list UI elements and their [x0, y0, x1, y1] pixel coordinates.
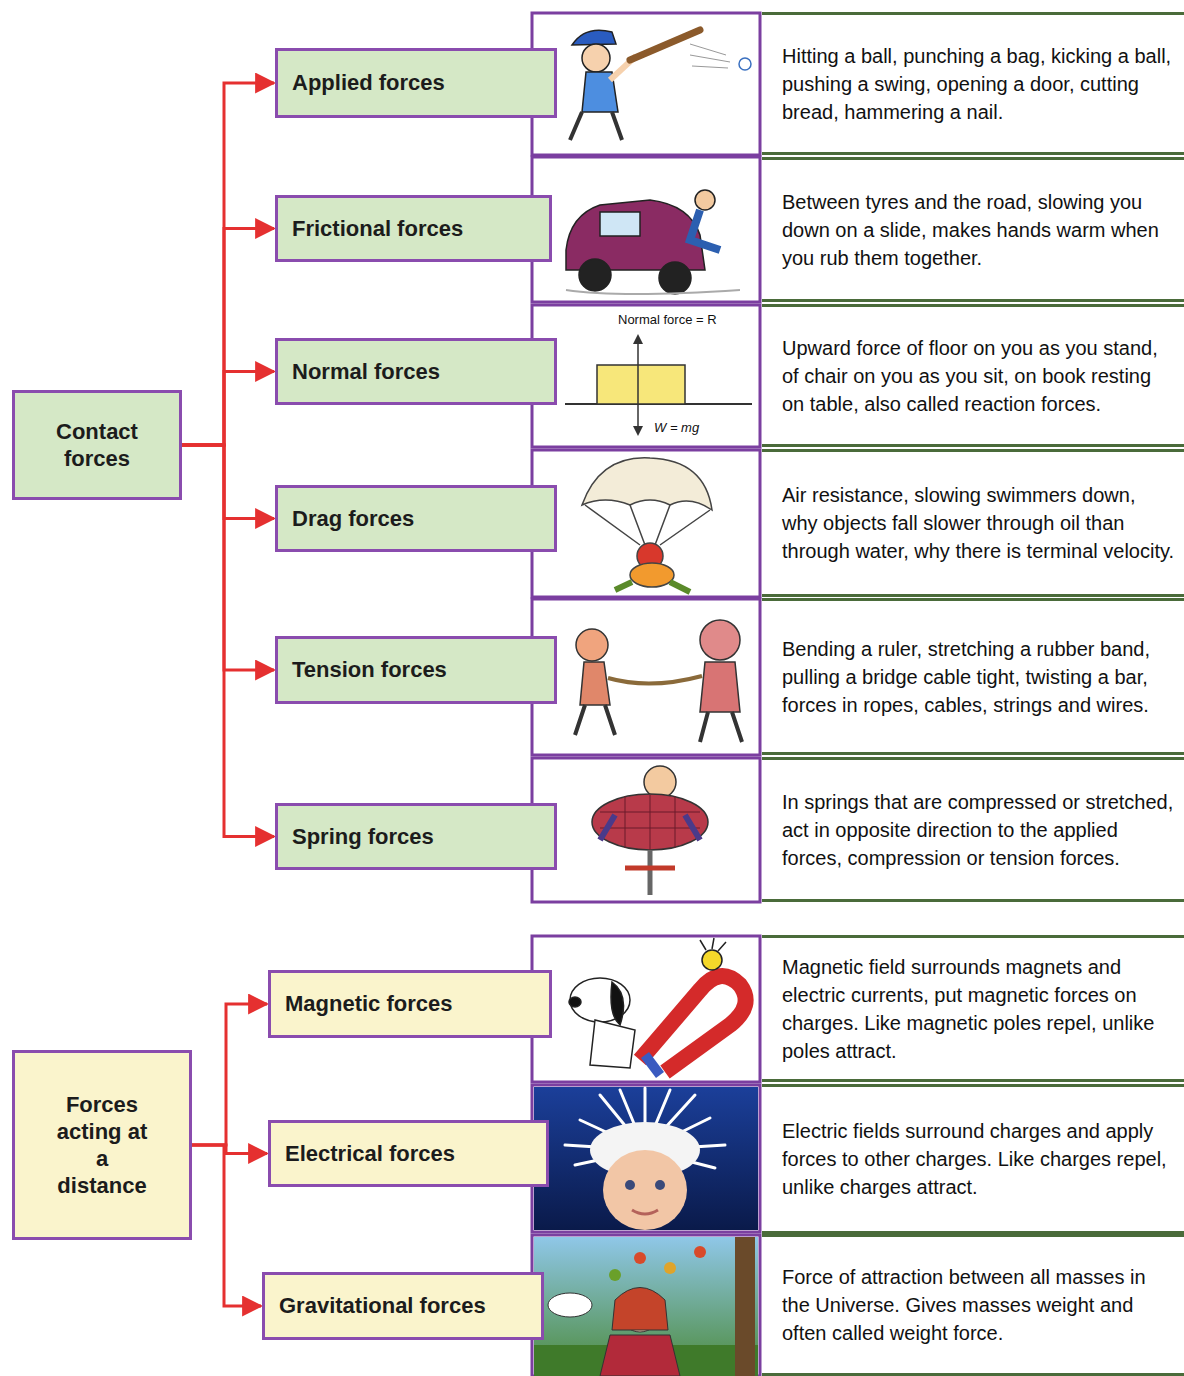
box-label: Spring forces	[292, 824, 434, 850]
parachute-cartoon	[582, 458, 712, 592]
description-text: In springs that are compressed or stretc…	[782, 788, 1176, 872]
branch-arrow	[182, 445, 274, 670]
branch-arrow	[182, 372, 274, 446]
box-label: Normal forces	[292, 359, 440, 385]
static-hair-photo	[534, 1087, 758, 1230]
description-box: Upward force of floor on you as you stan…	[762, 304, 1184, 447]
image-cells	[532, 13, 760, 1376]
description-text: Upward force of floor on you as you stan…	[782, 334, 1176, 418]
branch-arrow	[192, 1145, 261, 1306]
category-box: Contact forces	[12, 390, 182, 500]
description-box: Bending a ruler, stretching a rubber ban…	[762, 598, 1184, 755]
box-label: Applied forces	[292, 70, 445, 96]
description-box: Between tyres and the road, slowing you …	[762, 157, 1184, 302]
description-text: Force of attraction between all masses i…	[782, 1263, 1176, 1347]
description-box: Electric fields surround charges and app…	[762, 1084, 1184, 1234]
box-label: Drag forces	[292, 506, 414, 532]
category-box: Forces acting at a distance	[12, 1050, 192, 1240]
pogo-cartoon	[592, 766, 708, 895]
box-label: Forces acting at a distance	[50, 1091, 155, 1199]
normal-force-diagram	[565, 334, 752, 436]
branch-arrow	[192, 1004, 267, 1145]
box-label: Gravitational forces	[279, 1293, 486, 1319]
force-type-box: Applied forces	[275, 48, 557, 118]
branch-arrow	[182, 83, 274, 445]
magnet-cartoon	[569, 938, 746, 1075]
baseball-cartoon	[570, 30, 751, 140]
description-box: In springs that are compressed or stretc…	[762, 757, 1184, 902]
description-text: Bending a ruler, stretching a rubber ban…	[782, 635, 1176, 719]
box-label: Frictional forces	[292, 216, 463, 242]
box-label: Electrical forces	[285, 1141, 455, 1167]
diagram-label: Normal force = R	[616, 312, 719, 327]
description-text: Hitting a ball, punching a bag, kicking …	[782, 42, 1176, 126]
newton-cartoon	[534, 1237, 758, 1376]
tug-of-war-cartoon	[575, 620, 742, 742]
force-type-box: Tension forces	[275, 636, 557, 704]
force-type-box: Frictional forces	[275, 195, 552, 262]
description-text: Magnetic field surrounds magnets and ele…	[782, 953, 1176, 1065]
description-box: Force of attraction between all masses i…	[762, 1234, 1184, 1376]
force-type-box: Normal forces	[275, 338, 557, 405]
diagram-label: W = mg	[652, 420, 701, 435]
force-type-box: Electrical forces	[268, 1120, 549, 1187]
force-type-box: Magnetic forces	[268, 970, 552, 1038]
box-label: Contact forces	[42, 418, 152, 472]
box-label: Magnetic forces	[285, 991, 453, 1017]
force-type-box: Gravitational forces	[262, 1272, 544, 1340]
description-text: Between tyres and the road, slowing you …	[782, 188, 1176, 272]
branch-arrow	[182, 445, 274, 837]
description-box: Air resistance, slowing swimmers down, w…	[762, 449, 1184, 597]
branch-arrow	[182, 445, 274, 519]
description-text: Electric fields surround charges and app…	[782, 1117, 1176, 1201]
description-box: Magnetic field surrounds magnets and ele…	[762, 935, 1184, 1082]
branch-arrow	[182, 229, 274, 446]
description-box: Hitting a ball, punching a bag, kicking …	[762, 12, 1184, 155]
description-text: Air resistance, slowing swimmers down, w…	[782, 481, 1176, 565]
force-type-box: Spring forces	[275, 803, 557, 870]
car-cartoon	[566, 190, 740, 294]
box-label: Tension forces	[292, 657, 447, 683]
force-type-box: Drag forces	[275, 485, 557, 552]
